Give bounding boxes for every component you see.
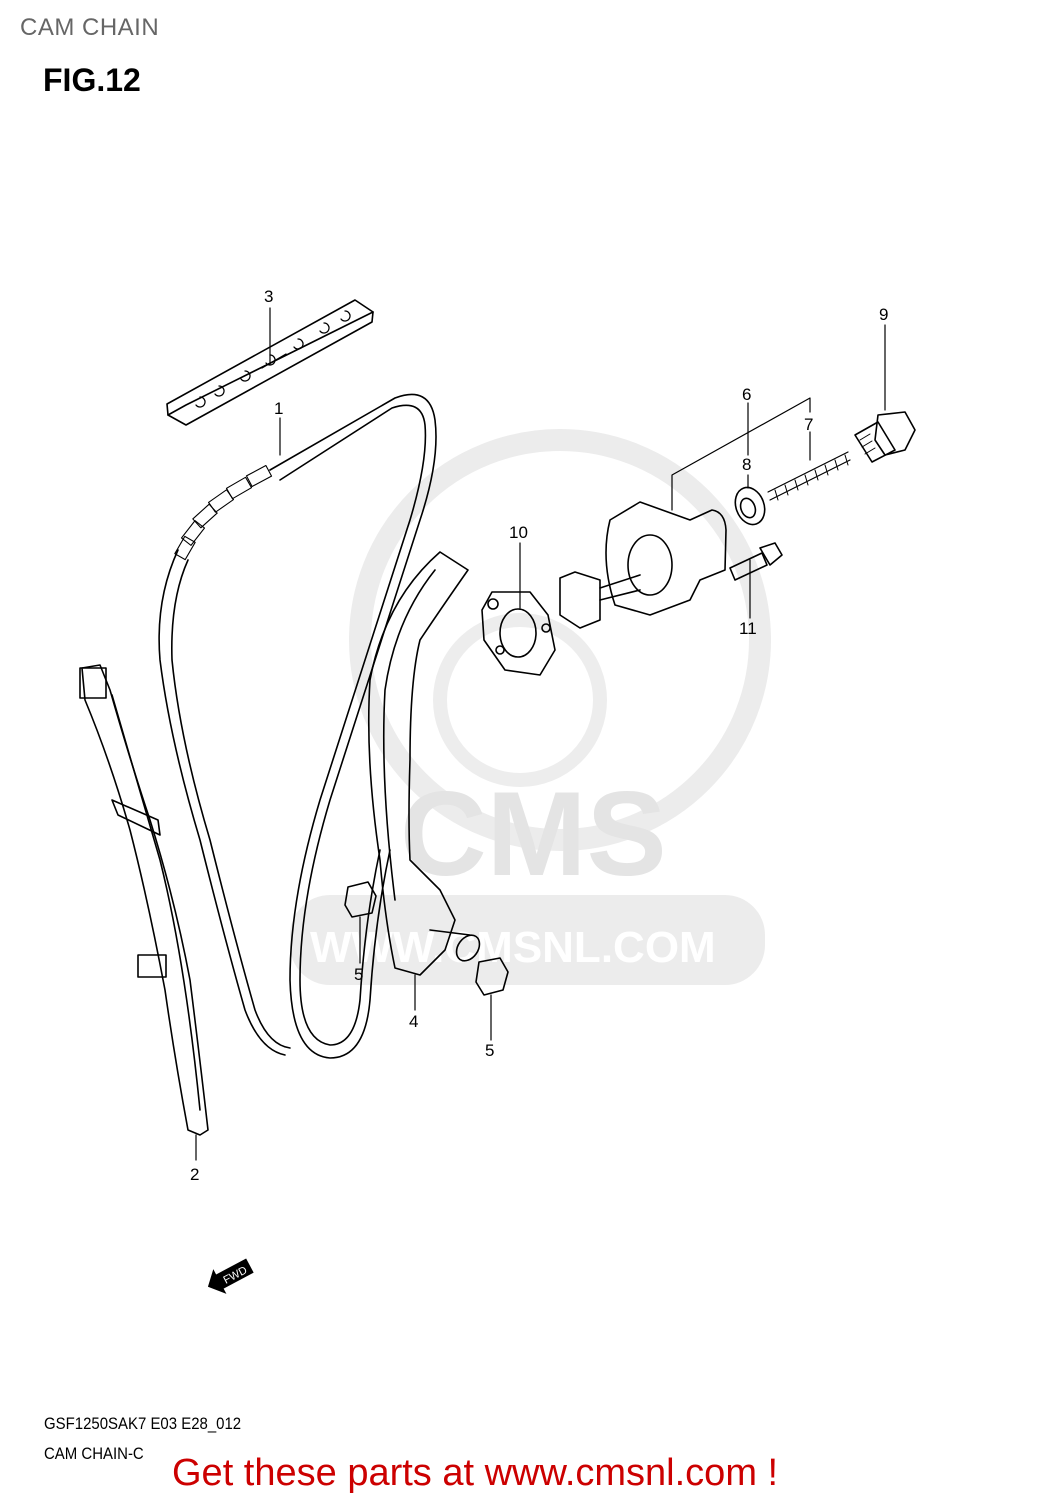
watermark: CMS WWW.CMSNL.COM <box>290 429 771 985</box>
part-9-bolt[interactable] <box>854 411 916 463</box>
part-8-washer[interactable] <box>730 483 769 528</box>
leader-lines <box>195 307 886 1161</box>
diagram-name: CAM CHAIN-C <box>44 1444 144 1463</box>
part-5-cushion-a[interactable] <box>344 881 377 918</box>
fwd-label: FWD <box>222 1264 250 1286</box>
watermark-url: WWW.CMSNL.COM <box>310 923 716 972</box>
part-11-bolt[interactable] <box>729 542 783 581</box>
callout-1: 1 <box>274 399 283 418</box>
callout-6: 6 <box>742 385 751 404</box>
part-3-top-guide[interactable] <box>166 299 374 426</box>
part-2-left-guide[interactable] <box>79 664 209 1136</box>
callout-2: 2 <box>190 1165 199 1184</box>
diagram-code: GSF1250SAK7 E03 E28_012 <box>44 1414 242 1433</box>
callout-10: 10 <box>509 523 528 542</box>
part-1-cam-chain[interactable] <box>158 393 437 1059</box>
part-7-spring[interactable] <box>767 451 851 501</box>
callout-5b: 5 <box>485 1041 494 1060</box>
page-title: CAM CHAIN <box>20 14 160 41</box>
fwd-arrow-icon: FWD <box>207 1258 254 1294</box>
callout-5a: 5 <box>354 965 363 984</box>
callout-9: 9 <box>879 305 888 324</box>
callout-8: 8 <box>742 455 751 474</box>
callouts: 3 1 2 4 5 5 6 7 8 9 10 11 <box>190 287 888 1184</box>
promo-link[interactable]: Get these parts at www.cmsnl.com ! <box>172 1452 779 1494</box>
part-4-tensioner-arm[interactable] <box>367 551 484 976</box>
watermark-logo: CMS <box>400 767 667 901</box>
figure-label: FIG.12 <box>43 62 141 98</box>
callout-7: 7 <box>804 415 813 434</box>
part-6-tensioner-adjuster[interactable] <box>559 501 727 629</box>
part-5-cushion-b[interactable] <box>475 957 509 996</box>
callout-11: 11 <box>739 619 757 638</box>
callout-3: 3 <box>264 287 273 306</box>
callout-4: 4 <box>409 1012 418 1031</box>
part-10-gasket[interactable] <box>481 591 556 676</box>
